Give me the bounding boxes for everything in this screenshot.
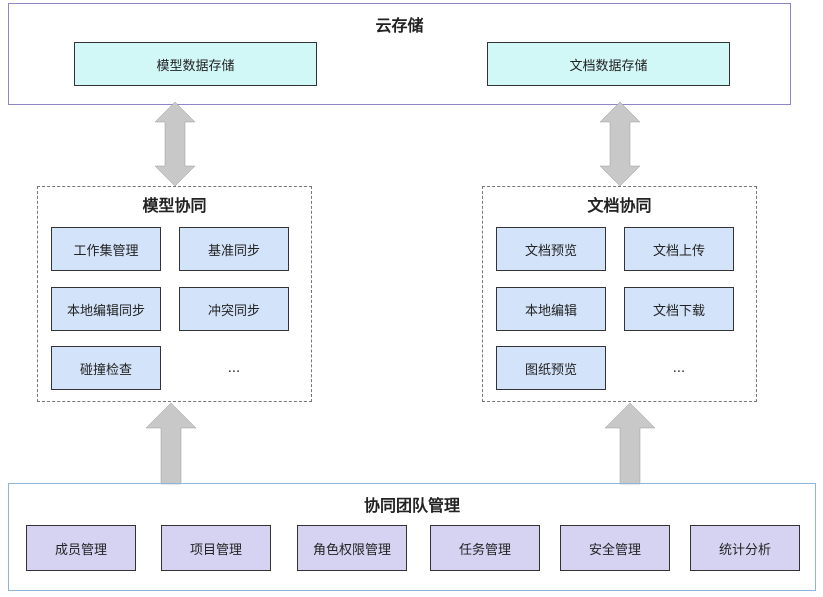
doc-preview-box: 文档预览 bbox=[496, 227, 606, 271]
workset-management-box: 工作集管理 bbox=[51, 227, 161, 271]
team-management-title: 协同团队管理 bbox=[363, 496, 460, 515]
local-edit-sync-box: 本地编辑同步 bbox=[51, 287, 161, 331]
doc-download-box: 文档下载 bbox=[624, 287, 734, 331]
local-edit-box: 本地编辑 bbox=[496, 287, 606, 331]
drawing-preview-box: 图纸预览 bbox=[496, 346, 606, 390]
model-more-ellipsis: ... bbox=[227, 360, 241, 376]
baseline-sync-box: 基准同步 bbox=[179, 227, 289, 271]
statistics-analysis-box: 统计分析 bbox=[690, 525, 800, 571]
project-management-box: 项目管理 bbox=[161, 525, 271, 571]
doc-upload-box: 文档上传 bbox=[624, 227, 734, 271]
doc-collab-frame bbox=[482, 186, 757, 402]
model-data-storage-box: 模型数据存储 bbox=[74, 42, 317, 86]
member-management-box: 成员管理 bbox=[26, 525, 136, 571]
task-management-box: 任务管理 bbox=[430, 525, 540, 571]
cloud-storage-title: 云存储 bbox=[375, 16, 424, 35]
team-management-frame bbox=[8, 483, 816, 591]
model-collab-frame bbox=[37, 186, 312, 402]
cloud-storage-frame bbox=[8, 3, 791, 105]
conflict-sync-box: 冲突同步 bbox=[179, 287, 289, 331]
role-permission-box: 角色权限管理 bbox=[297, 525, 407, 571]
security-management-box: 安全管理 bbox=[560, 525, 670, 571]
clash-check-box: 碰撞检查 bbox=[51, 346, 161, 390]
doc-data-storage-box: 文档数据存储 bbox=[487, 42, 730, 86]
model-collab-title: 模型协同 bbox=[142, 196, 207, 215]
doc-collab-title: 文档协同 bbox=[587, 196, 652, 215]
doc-more-ellipsis: ... bbox=[672, 360, 686, 376]
